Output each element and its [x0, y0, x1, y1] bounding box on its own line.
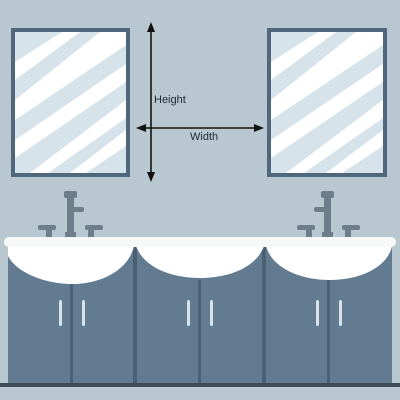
right-mirror-reflection [271, 32, 383, 173]
door-handle [316, 300, 319, 326]
floor [0, 383, 400, 400]
left-tap-handle-right [85, 225, 103, 238]
width-arrow [136, 124, 264, 132]
left-faucet-spout [70, 207, 84, 212]
right-tap-handle-left [297, 225, 315, 238]
middle-basin [136, 246, 264, 278]
height-arrow [147, 22, 155, 182]
right-tap-handle-right [342, 225, 360, 238]
right-mirror [267, 28, 387, 177]
door-handle [210, 300, 213, 326]
right-faucet-spout [314, 207, 328, 212]
door-handle [187, 300, 190, 326]
cabinet-door-seams [70, 246, 330, 384]
sink-basins [8, 246, 392, 284]
left-basin [8, 246, 134, 284]
floor-line [0, 383, 400, 387]
width-label: Width [190, 131, 219, 143]
left-mirror [11, 28, 130, 177]
left-mirror-reflection [15, 32, 126, 173]
cabinet-handles [59, 300, 342, 326]
left-tap-handle-left [38, 225, 56, 238]
right-faucet [314, 191, 334, 238]
height-label: Height [154, 94, 186, 106]
door-handle [59, 300, 62, 326]
door-handle [82, 300, 85, 326]
right-basin [266, 246, 392, 280]
countertop [4, 237, 396, 247]
left-faucet [64, 191, 84, 238]
door-handle [339, 300, 342, 326]
